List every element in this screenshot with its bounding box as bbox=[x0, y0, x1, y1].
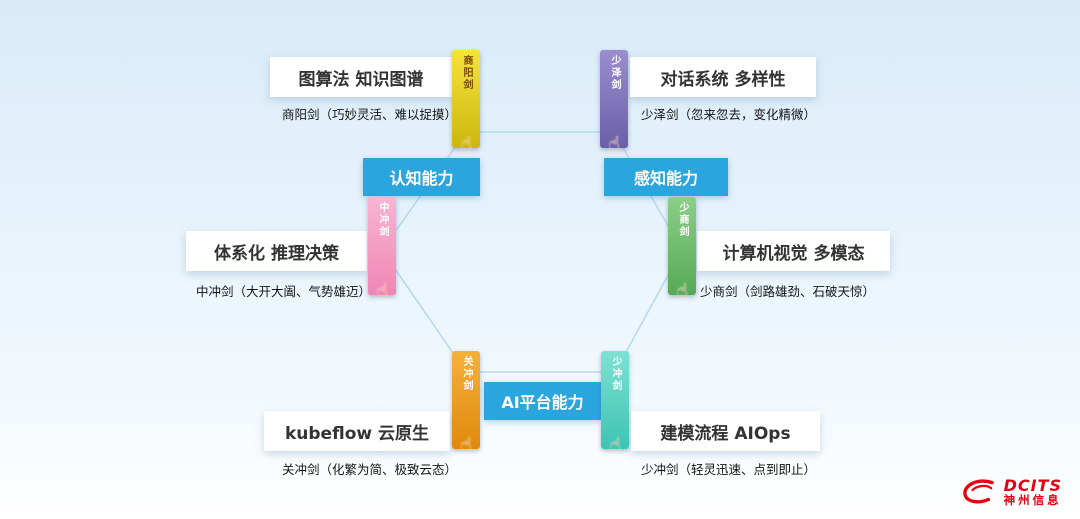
pointing-finger-icon: ☝ bbox=[676, 280, 688, 302]
capability-label: AI平台能力 bbox=[501, 393, 584, 412]
node-title: 体系化 推理决策 bbox=[214, 243, 339, 264]
sword-shaoze: 少泽剑 ☝ bbox=[600, 50, 628, 154]
pointing-finger-icon: ☝ bbox=[460, 133, 472, 155]
capability-ai-platform: AI平台能力 bbox=[484, 382, 601, 420]
node-caption: 中冲剑（大开大阖、气势雄迈） bbox=[196, 284, 372, 299]
node-caption: 少冲剑（轻灵迅速、点到即止） bbox=[641, 462, 817, 477]
node-computer-vision-title-box: 计算机视觉 多模态 bbox=[697, 231, 890, 271]
node-caption: 关冲剑（化繁为简、极致云态） bbox=[282, 462, 458, 477]
node-caption: 少泽剑（忽来忽去，变化精微） bbox=[641, 107, 817, 122]
node-dialogue-systems-title-box: 对话系统 多样性 bbox=[630, 57, 816, 97]
sword-name-label: 关冲剑 bbox=[461, 356, 472, 392]
pointing-finger-icon: ☝ bbox=[376, 280, 388, 302]
capability-cognitive: 认知能力 bbox=[363, 158, 480, 196]
node-modeling-aiops-title-box: 建模流程 AIOps bbox=[631, 411, 820, 451]
capability-perception: 感知能力 bbox=[604, 158, 728, 196]
node-title: 图算法 知识图谱 bbox=[298, 69, 424, 90]
pointing-finger-icon: ☝ bbox=[608, 133, 620, 155]
sword-name-label: 商阳剑 bbox=[461, 55, 472, 91]
sword-shangyang: 商阳剑 ☝ bbox=[452, 50, 480, 154]
sword-name-label: 少商剑 bbox=[677, 202, 688, 238]
dcits-swoosh-icon bbox=[962, 479, 994, 504]
node-caption: 商阳剑（巧妙灵活、难以捉摸） bbox=[282, 107, 458, 122]
dcits-logo: DCITS 神州信息 bbox=[960, 477, 1062, 507]
logo-brand-text: DCITS bbox=[1003, 475, 1062, 495]
node-graph-algorithms-title-box: 图算法 知识图谱 bbox=[270, 57, 452, 97]
node-title: 计算机视觉 多模态 bbox=[722, 243, 865, 264]
pointing-finger-icon: ☝ bbox=[609, 434, 621, 456]
node-title: kubeflow 云原生 bbox=[284, 423, 429, 444]
logo-company-text: 神州信息 bbox=[1003, 493, 1062, 508]
node-kubeflow-cloud-native-title-box: kubeflow 云原生 bbox=[264, 411, 450, 451]
pointing-finger-icon: ☝ bbox=[460, 434, 472, 456]
node-title: 对话系统 多样性 bbox=[660, 69, 786, 90]
sword-guanchong: 关冲剑 ☝ bbox=[452, 351, 480, 455]
sword-name-label: 中冲剑 bbox=[377, 202, 388, 238]
sword-shaochong: 少冲剑 ☝ bbox=[601, 351, 629, 455]
sword-zhongchong: 中冲剑 ☝ bbox=[368, 197, 396, 301]
sword-name-label: 少冲剑 bbox=[610, 356, 621, 392]
node-systematic-reasoning-title-box: 体系化 推理决策 bbox=[186, 231, 367, 271]
node-caption: 少商剑（剑路雄劲、石破天惊） bbox=[700, 284, 876, 299]
capability-label: 认知能力 bbox=[389, 169, 454, 188]
node-title: 建模流程 AIOps bbox=[660, 423, 791, 444]
sword-name-label: 少泽剑 bbox=[609, 55, 620, 91]
capability-label: 感知能力 bbox=[633, 169, 698, 188]
sword-shaoshang: 少商剑 ☝ bbox=[668, 197, 696, 301]
